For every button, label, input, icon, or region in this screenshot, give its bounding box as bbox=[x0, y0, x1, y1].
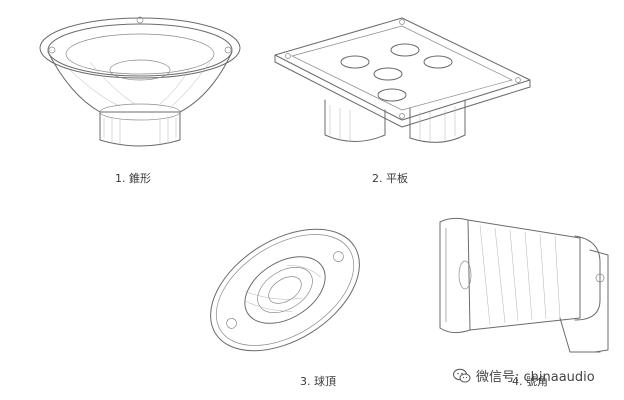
watermark-text: 微信号: chinaaudio bbox=[476, 370, 595, 385]
watermark: 微信号: chinaaudio bbox=[453, 366, 595, 385]
caption-flat: 2. 平板 bbox=[372, 172, 408, 185]
caption-horn: 4. 號角 bbox=[512, 375, 548, 388]
caption-cone: 1. 錐形 bbox=[115, 172, 151, 185]
wechat-icon bbox=[453, 368, 471, 382]
caption-dome: 3. 球頂 bbox=[300, 375, 336, 388]
